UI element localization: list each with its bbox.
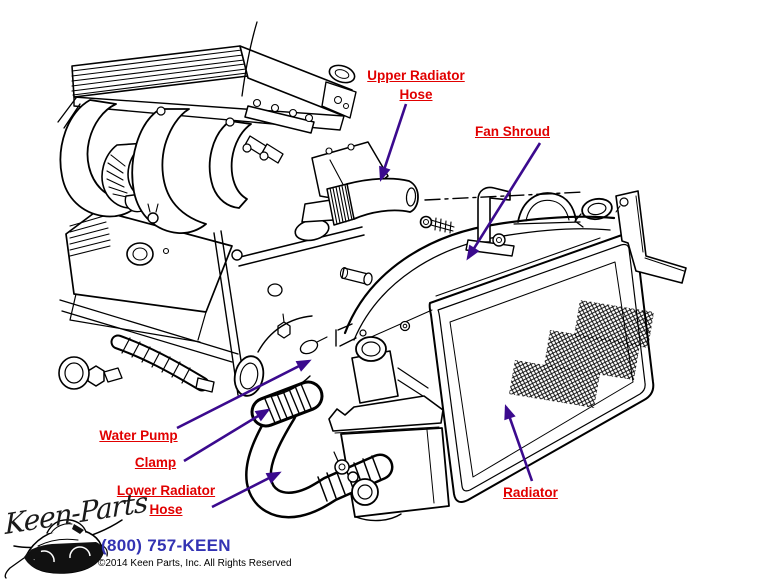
fan-shroud-arrow <box>466 142 542 261</box>
callout-arrows <box>176 103 542 509</box>
label-lower-radiator-hose[interactable]: Lower Radiator Hose <box>116 483 216 517</box>
phone-number: (800) 757-KEEN <box>101 536 231 555</box>
water-pump-drawing <box>233 355 265 397</box>
label-radiator[interactable]: Radiator <box>503 485 558 500</box>
lower-radiator-hose-drawing <box>245 380 394 519</box>
hose-clamp-drawing <box>250 380 324 428</box>
logo-car-drawing <box>4 519 123 579</box>
label-fan-shroud[interactable]: Fan Shroud <box>475 124 550 139</box>
engine-drawing <box>57 21 389 399</box>
radiator-cap-drawing <box>574 197 629 228</box>
lower-radiator-hose-arrow <box>211 471 282 509</box>
radiator-arrow <box>504 404 534 482</box>
label-upper-radiator-hose[interactable]: Upper Radiator Hose <box>367 68 465 102</box>
upper-radiator-hose-drawing <box>294 177 585 242</box>
water-pump-arrow <box>176 359 312 430</box>
label-clamp[interactable]: Clamp <box>134 455 177 470</box>
upper-radiator-hose-arrow <box>379 103 408 182</box>
clamp-arrow <box>183 408 271 463</box>
radiator-drawing <box>428 190 687 503</box>
label-water-pump[interactable]: Water Pump <box>99 428 178 443</box>
copyright-text: ©2014 Keen Parts, Inc. All Rights Reserv… <box>98 558 292 569</box>
drain-petcock-drawing <box>333 451 379 506</box>
